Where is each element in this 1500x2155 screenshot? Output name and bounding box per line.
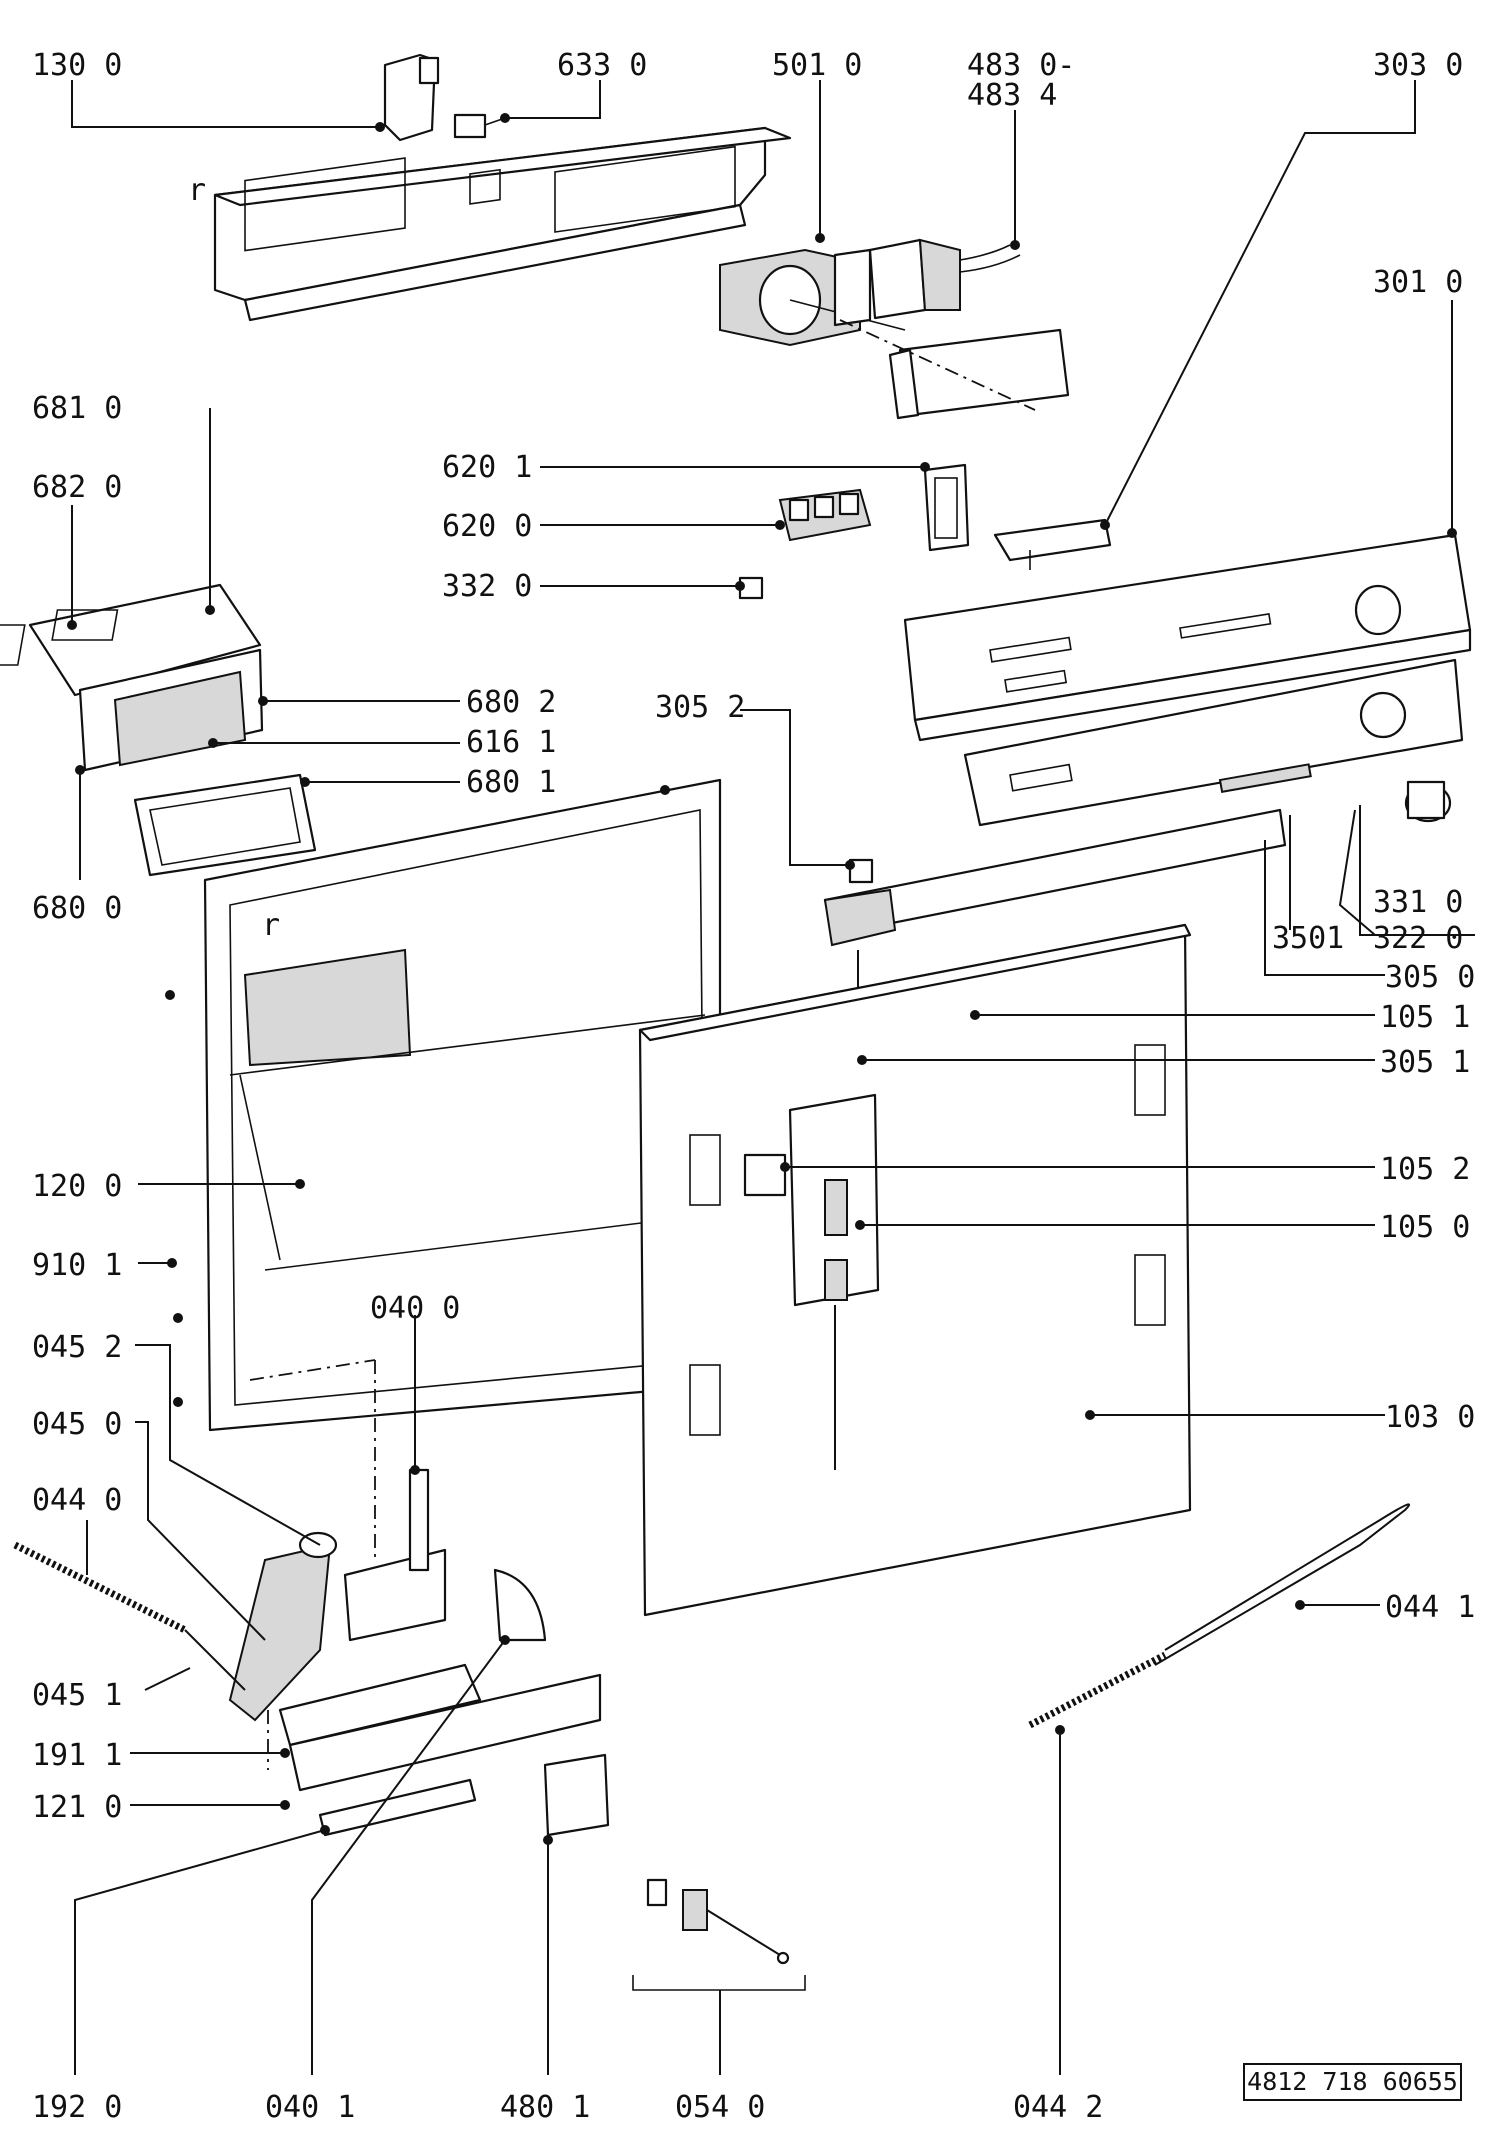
label-305-0: 305 0 <box>1385 960 1475 995</box>
label-120-0: 120 0 <box>32 1169 122 1204</box>
label-044-2: 044 2 <box>1013 2090 1103 2125</box>
part-620-0-switch-block <box>778 488 872 542</box>
part-054-0-hardware <box>632 1878 806 1991</box>
label-350-1: 3501 <box>1272 921 1344 956</box>
label-501-0: 501 0 <box>772 48 862 83</box>
label-054-0: 054 0 <box>675 2090 765 2125</box>
label-045-0: 045 0 <box>32 1407 122 1442</box>
part-331-0-knob <box>1404 780 1452 823</box>
label-105-0: 105 0 <box>1380 1210 1470 1245</box>
label-910-1: 910 1 <box>32 1248 122 1283</box>
part-044-0-spring <box>13 1541 246 1691</box>
label-681-0: 681 0 <box>32 391 122 426</box>
part-045-0-hinge-arm <box>228 1531 338 1722</box>
label-040-0: 040 0 <box>370 1291 460 1326</box>
part-305-0-handle <box>823 808 1287 947</box>
part-105-0-hinge-plate <box>788 1093 880 1470</box>
timer-bracket <box>839 319 1070 420</box>
label-633-0: 633 0 <box>557 48 647 83</box>
label-305-2: 305 2 <box>655 690 745 725</box>
part-103-0-outer-door <box>638 923 1192 1617</box>
label-105-1: 105 1 <box>1380 1000 1470 1035</box>
part-040-0-hinge <box>249 1359 447 1642</box>
label-682-0: 682 0 <box>32 470 122 505</box>
part-681-0-dispenser-lid <box>0 583 262 697</box>
label-680-0: 680 0 <box>32 891 122 926</box>
label-121-0: 121 0 <box>32 1790 122 1825</box>
label-303-0: 303 0 <box>1373 48 1463 83</box>
part-501-0-timer <box>719 248 906 347</box>
label-103-0: 103 0 <box>1385 1400 1475 1435</box>
label-616-1: 616 1 <box>466 725 556 760</box>
part-044-1-rod <box>1028 1503 1411 1729</box>
label-332-0: 332 0 <box>442 569 532 604</box>
part-303-0 <box>993 518 1112 570</box>
label-680-2: 680 2 <box>466 685 556 720</box>
hinge-rails <box>267 1663 602 1837</box>
label-483-4: 483 4 <box>967 78 1057 113</box>
label-r-frame: r <box>262 908 280 943</box>
part-301-0-control-panel <box>903 533 1472 742</box>
document-code: 4812 718 60655 <box>1243 2063 1462 2101</box>
part-130-0-clip <box>383 53 440 142</box>
label-322-0: 322 0 <box>1373 921 1463 956</box>
part-labels: 130 0 633 0 501 0 483 0- 483 4 303 0 301… <box>32 48 1475 2125</box>
label-045-2: 045 2 <box>32 1330 122 1365</box>
label-301-0: 301 0 <box>1373 265 1463 300</box>
leader-lines <box>71 80 1475 2075</box>
label-r-bracket: r <box>188 173 206 208</box>
label-105-2: 105 2 <box>1380 1152 1470 1187</box>
label-620-1: 620 1 <box>442 450 532 485</box>
label-483-0: 483 0- <box>967 48 1075 83</box>
label-305-1: 305 1 <box>1380 1045 1470 1080</box>
part-483-0-connector <box>868 238 1021 320</box>
part-480-1-block <box>543 1753 610 1837</box>
leader-dots <box>67 113 1457 1845</box>
part-620-1-bracket <box>923 463 970 552</box>
label-040-1: 040 1 <box>265 2090 355 2125</box>
label-192-0: 192 0 <box>32 2090 122 2125</box>
label-044-0: 044 0 <box>32 1483 122 1518</box>
label-331-0: 331 0 <box>1373 885 1463 920</box>
part-105-2-clip <box>743 1153 787 1197</box>
label-480-1: 480 1 <box>500 2090 590 2125</box>
label-044-1: 044 1 <box>1385 1590 1475 1625</box>
part-680-1-gasket <box>133 773 317 877</box>
top-bracket <box>213 126 792 322</box>
label-680-1: 680 1 <box>466 765 556 800</box>
label-620-0: 620 0 <box>442 509 532 544</box>
label-045-1: 045 1 <box>32 1678 122 1713</box>
part-633-0-switch <box>453 113 506 139</box>
part-120-0-inner-frame <box>203 778 722 1432</box>
label-130-0: 130 0 <box>32 48 122 83</box>
label-191-1: 191 1 <box>32 1738 122 1773</box>
part-040-1-plate <box>493 1568 547 1642</box>
part-322-0-panel <box>963 658 1464 827</box>
